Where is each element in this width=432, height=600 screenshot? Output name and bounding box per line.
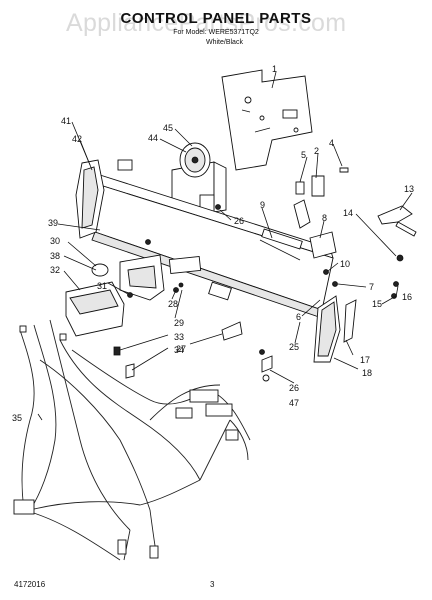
- part-brackets: [293, 167, 349, 259]
- callout-33: 33: [174, 332, 184, 342]
- leader-lines: [37, 71, 413, 421]
- part-small-hardware: [113, 321, 273, 382]
- callout-47: 47: [289, 398, 299, 408]
- callout-34: 34: [174, 345, 184, 355]
- part-wire-harness: [13, 319, 251, 561]
- part-control-panel: [91, 174, 334, 319]
- part-right-endcap: [313, 295, 357, 363]
- callout-38: 38: [50, 251, 60, 261]
- part-latch: [377, 205, 417, 262]
- callout-2: 2: [314, 146, 319, 156]
- callout-5: 5: [301, 150, 306, 160]
- model-line: For Model: WERE5371TQ2: [173, 29, 259, 36]
- part-circuit-board: [221, 69, 313, 171]
- part-screws: [127, 204, 399, 355]
- callout-28: 28: [168, 299, 178, 309]
- callout-39: 39: [48, 218, 58, 228]
- callout-14: 14: [343, 208, 353, 218]
- callout-10: 10: [340, 259, 350, 269]
- callout-26-upper: 26: [234, 216, 244, 226]
- callout-45: 45: [163, 123, 173, 133]
- part-left-endcap: [75, 159, 133, 239]
- callout-1: 1: [272, 64, 277, 74]
- callout-32: 32: [50, 265, 60, 275]
- callout-41: 41: [61, 116, 71, 126]
- callout-35: 35: [12, 413, 22, 423]
- page-title: CONTROL PANEL PARTS: [120, 10, 312, 27]
- color-line: White/Black: [206, 39, 243, 46]
- page-number: 3: [210, 580, 215, 589]
- callout-16: 16: [402, 292, 412, 302]
- part-left-lower: [65, 239, 202, 337]
- document-number: 4172016: [14, 580, 46, 589]
- callout-9: 9: [260, 200, 265, 210]
- callout-44: 44: [148, 133, 158, 143]
- callout-4: 4: [329, 138, 334, 148]
- callout-13: 13: [404, 184, 414, 194]
- callout-8: 8: [322, 213, 327, 223]
- callout-labels: 1 2 4 5 6 7 8 9 10 13 14 15 16 17 18 25 …: [12, 64, 414, 423]
- callout-26-lower: 26: [289, 383, 299, 393]
- callout-18: 18: [362, 368, 372, 378]
- callout-7: 7: [369, 282, 374, 292]
- callout-25: 25: [289, 342, 299, 352]
- callout-27: 27: [176, 344, 186, 354]
- callout-31: 31: [97, 281, 107, 291]
- callout-17: 17: [360, 355, 370, 365]
- callout-6: 6: [296, 312, 301, 322]
- callout-30: 30: [50, 236, 60, 246]
- watermark-logo: AppliancePartsPros.com: [66, 9, 347, 37]
- callout-29: 29: [174, 318, 184, 328]
- callout-42: 42: [72, 134, 82, 144]
- callout-15: 15: [372, 299, 382, 309]
